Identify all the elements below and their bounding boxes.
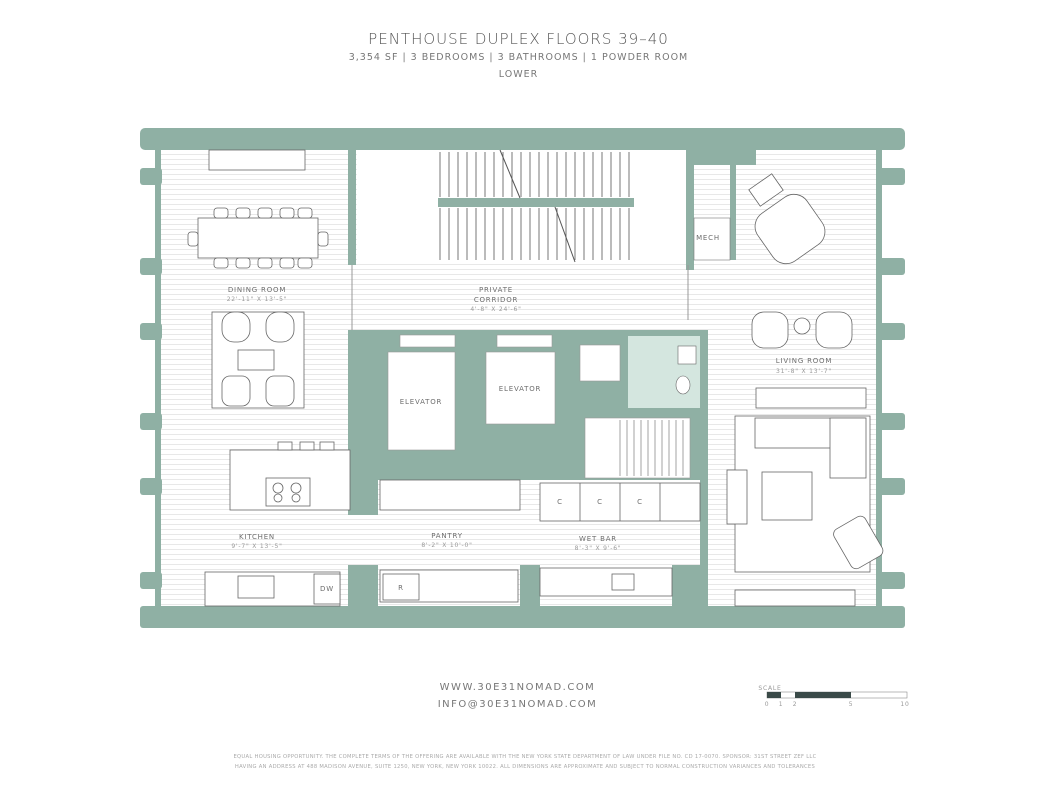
- powder-room: [628, 336, 700, 408]
- furniture: [197, 149, 884, 607]
- range-label: R: [398, 584, 404, 592]
- dining-chair: [257, 207, 273, 219]
- plan-subtitle: 3,354 SF | 3 BEDROOMS | 3 BATHROOMS | 1 …: [348, 52, 689, 63]
- dining-chair: [297, 207, 313, 219]
- window-pier: [140, 258, 162, 275]
- room-dims-living: 31'-8" X 13'-7": [776, 368, 832, 375]
- dining-chair: [187, 231, 199, 247]
- cabinet-label-1: C: [557, 498, 563, 506]
- legal-disclaimer-1: EQUAL HOUSING OPPORTUNITY. THE COMPLETE …: [233, 754, 817, 760]
- dishwasher-label: DW: [320, 585, 334, 593]
- window-pier: [876, 323, 905, 340]
- window-pier: [140, 572, 162, 589]
- dining-chair: [317, 231, 329, 247]
- dining-chair: [297, 257, 313, 269]
- window-pier: [876, 478, 905, 495]
- window-pier: [876, 413, 905, 430]
- room-dims-dining: 22'-11" X 13'-5": [227, 296, 288, 303]
- bar-stool: [299, 441, 315, 451]
- service-stair: [584, 417, 691, 479]
- plan-level: LOWER: [498, 69, 539, 80]
- scale-bar: SCALE 0 1 2 5 10: [758, 685, 909, 708]
- room-name-corridor: PRIVATE: [479, 286, 513, 294]
- cabinet-label-3: C: [637, 498, 643, 506]
- room-name-corridor-2: CORRIDOR: [474, 296, 518, 304]
- window-pier: [140, 478, 162, 495]
- dining-chair: [279, 207, 295, 219]
- scale-tick: 0: [765, 701, 770, 708]
- private-corridor: [351, 262, 689, 330]
- dining-chair: [279, 257, 295, 269]
- room-name-pantry: PANTRY: [431, 532, 463, 540]
- window-pier: [876, 168, 905, 185]
- window-pier: [876, 572, 905, 589]
- elevator-label-1: ELEVATOR: [400, 398, 442, 406]
- room-dims-wetbar: 8'-3" X 9'-6": [575, 545, 622, 552]
- cabinet-label-2: C: [597, 498, 603, 506]
- dining-chair: [235, 257, 251, 269]
- mech-label: MECH: [696, 234, 720, 242]
- mech-room: [693, 217, 731, 261]
- room-name-living: LIVING ROOM: [776, 357, 832, 365]
- room-dims-kitchen: 9'-7" X 13'-5": [231, 543, 282, 550]
- bar-stool: [319, 441, 335, 451]
- scale-tick: 5: [849, 701, 854, 708]
- scale-tick: 1: [779, 701, 784, 708]
- dining-chairs: [187, 207, 335, 451]
- bar-stool: [277, 441, 293, 451]
- stair-hall: [357, 149, 686, 263]
- elevator-label-2: ELEVATOR: [499, 385, 541, 393]
- dining-chair: [213, 207, 229, 219]
- room-name-dining: DINING ROOM: [228, 286, 286, 294]
- window-pier: [140, 323, 162, 340]
- room-dims-pantry: 8'-2" X 10'-0": [421, 542, 472, 549]
- room-name-kitchen: KITCHEN: [239, 533, 275, 541]
- plan-title: PENTHOUSE DUPLEX FLOORS 39–40: [368, 30, 669, 48]
- dining-chair: [213, 257, 229, 269]
- window-pier: [140, 413, 162, 430]
- scale-label: SCALE: [758, 685, 781, 692]
- legal-disclaimer-2: HAVING AN ADDRESS AT 488 MADISON AVENUE,…: [234, 764, 816, 770]
- email-link[interactable]: INFO@30E31NOMAD.COM: [437, 699, 598, 710]
- elevators: [387, 334, 621, 451]
- dining-chair: [257, 257, 273, 269]
- scale-tick: 10: [900, 701, 909, 708]
- room-dims-corridor: 4'-8" X 24'-6": [470, 306, 521, 313]
- window-pier: [876, 258, 905, 275]
- dining-chair: [235, 207, 251, 219]
- window-pier: [140, 168, 162, 185]
- scale-tick: 2: [793, 701, 798, 708]
- website-link[interactable]: WWW.30E31NOMAD.COM: [439, 682, 596, 693]
- room-name-wetbar: WET BAR: [579, 535, 617, 543]
